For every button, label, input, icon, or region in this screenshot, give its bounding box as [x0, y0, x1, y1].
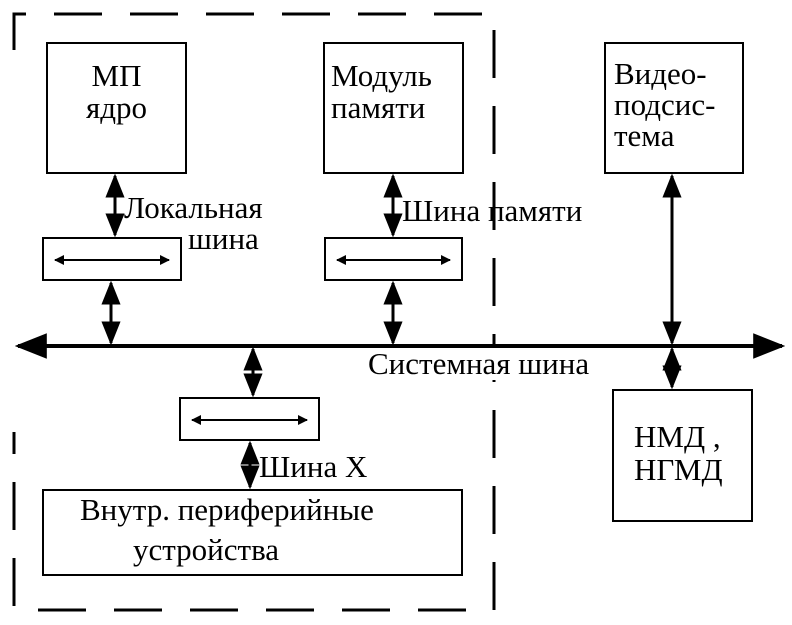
disk-drives-label: НМД , НГМД: [634, 420, 723, 486]
video-line1: Видео-: [614, 56, 707, 91]
disk-line2: НГМД: [634, 452, 723, 487]
mp-core-line2: ядро: [85, 90, 148, 125]
peripherals-line2: устройства: [133, 532, 280, 567]
mp-core-block: [46, 42, 187, 174]
video-line2: подсис-: [614, 87, 716, 122]
bus-x-label: Шина X: [259, 449, 368, 484]
memory-bus-label: Шина памяти: [402, 193, 583, 228]
memory-module-block: [323, 42, 464, 174]
mp-core-line1: МП: [91, 58, 142, 93]
disk-drives-block: [612, 389, 753, 522]
video-subsystem-block: [604, 42, 744, 174]
board-boundary: [12, 12, 496, 612]
disk-line1: НМД ,: [634, 419, 721, 454]
peripherals-block: [42, 489, 463, 576]
peripherals-label: Внутр. периферийные устройства: [80, 490, 374, 570]
local-bus-line2: шина: [188, 221, 259, 256]
local-bus-line1: Локальная: [124, 190, 263, 225]
local-bus-label: Локальная шина: [124, 192, 263, 254]
mp-core-label: МП ядро: [47, 60, 186, 124]
memory-module-label: Модуль памяти: [331, 60, 432, 124]
system-bus-label: Системная шина: [368, 346, 590, 381]
memory-module-line1: Модуль: [331, 58, 432, 93]
video-subsystem-label: Видео- подсис- тема: [614, 58, 715, 151]
video-line3: тема: [614, 118, 675, 153]
peripherals-line1: Внутр. периферийные: [80, 492, 374, 527]
memory-module-line2: памяти: [331, 90, 426, 125]
